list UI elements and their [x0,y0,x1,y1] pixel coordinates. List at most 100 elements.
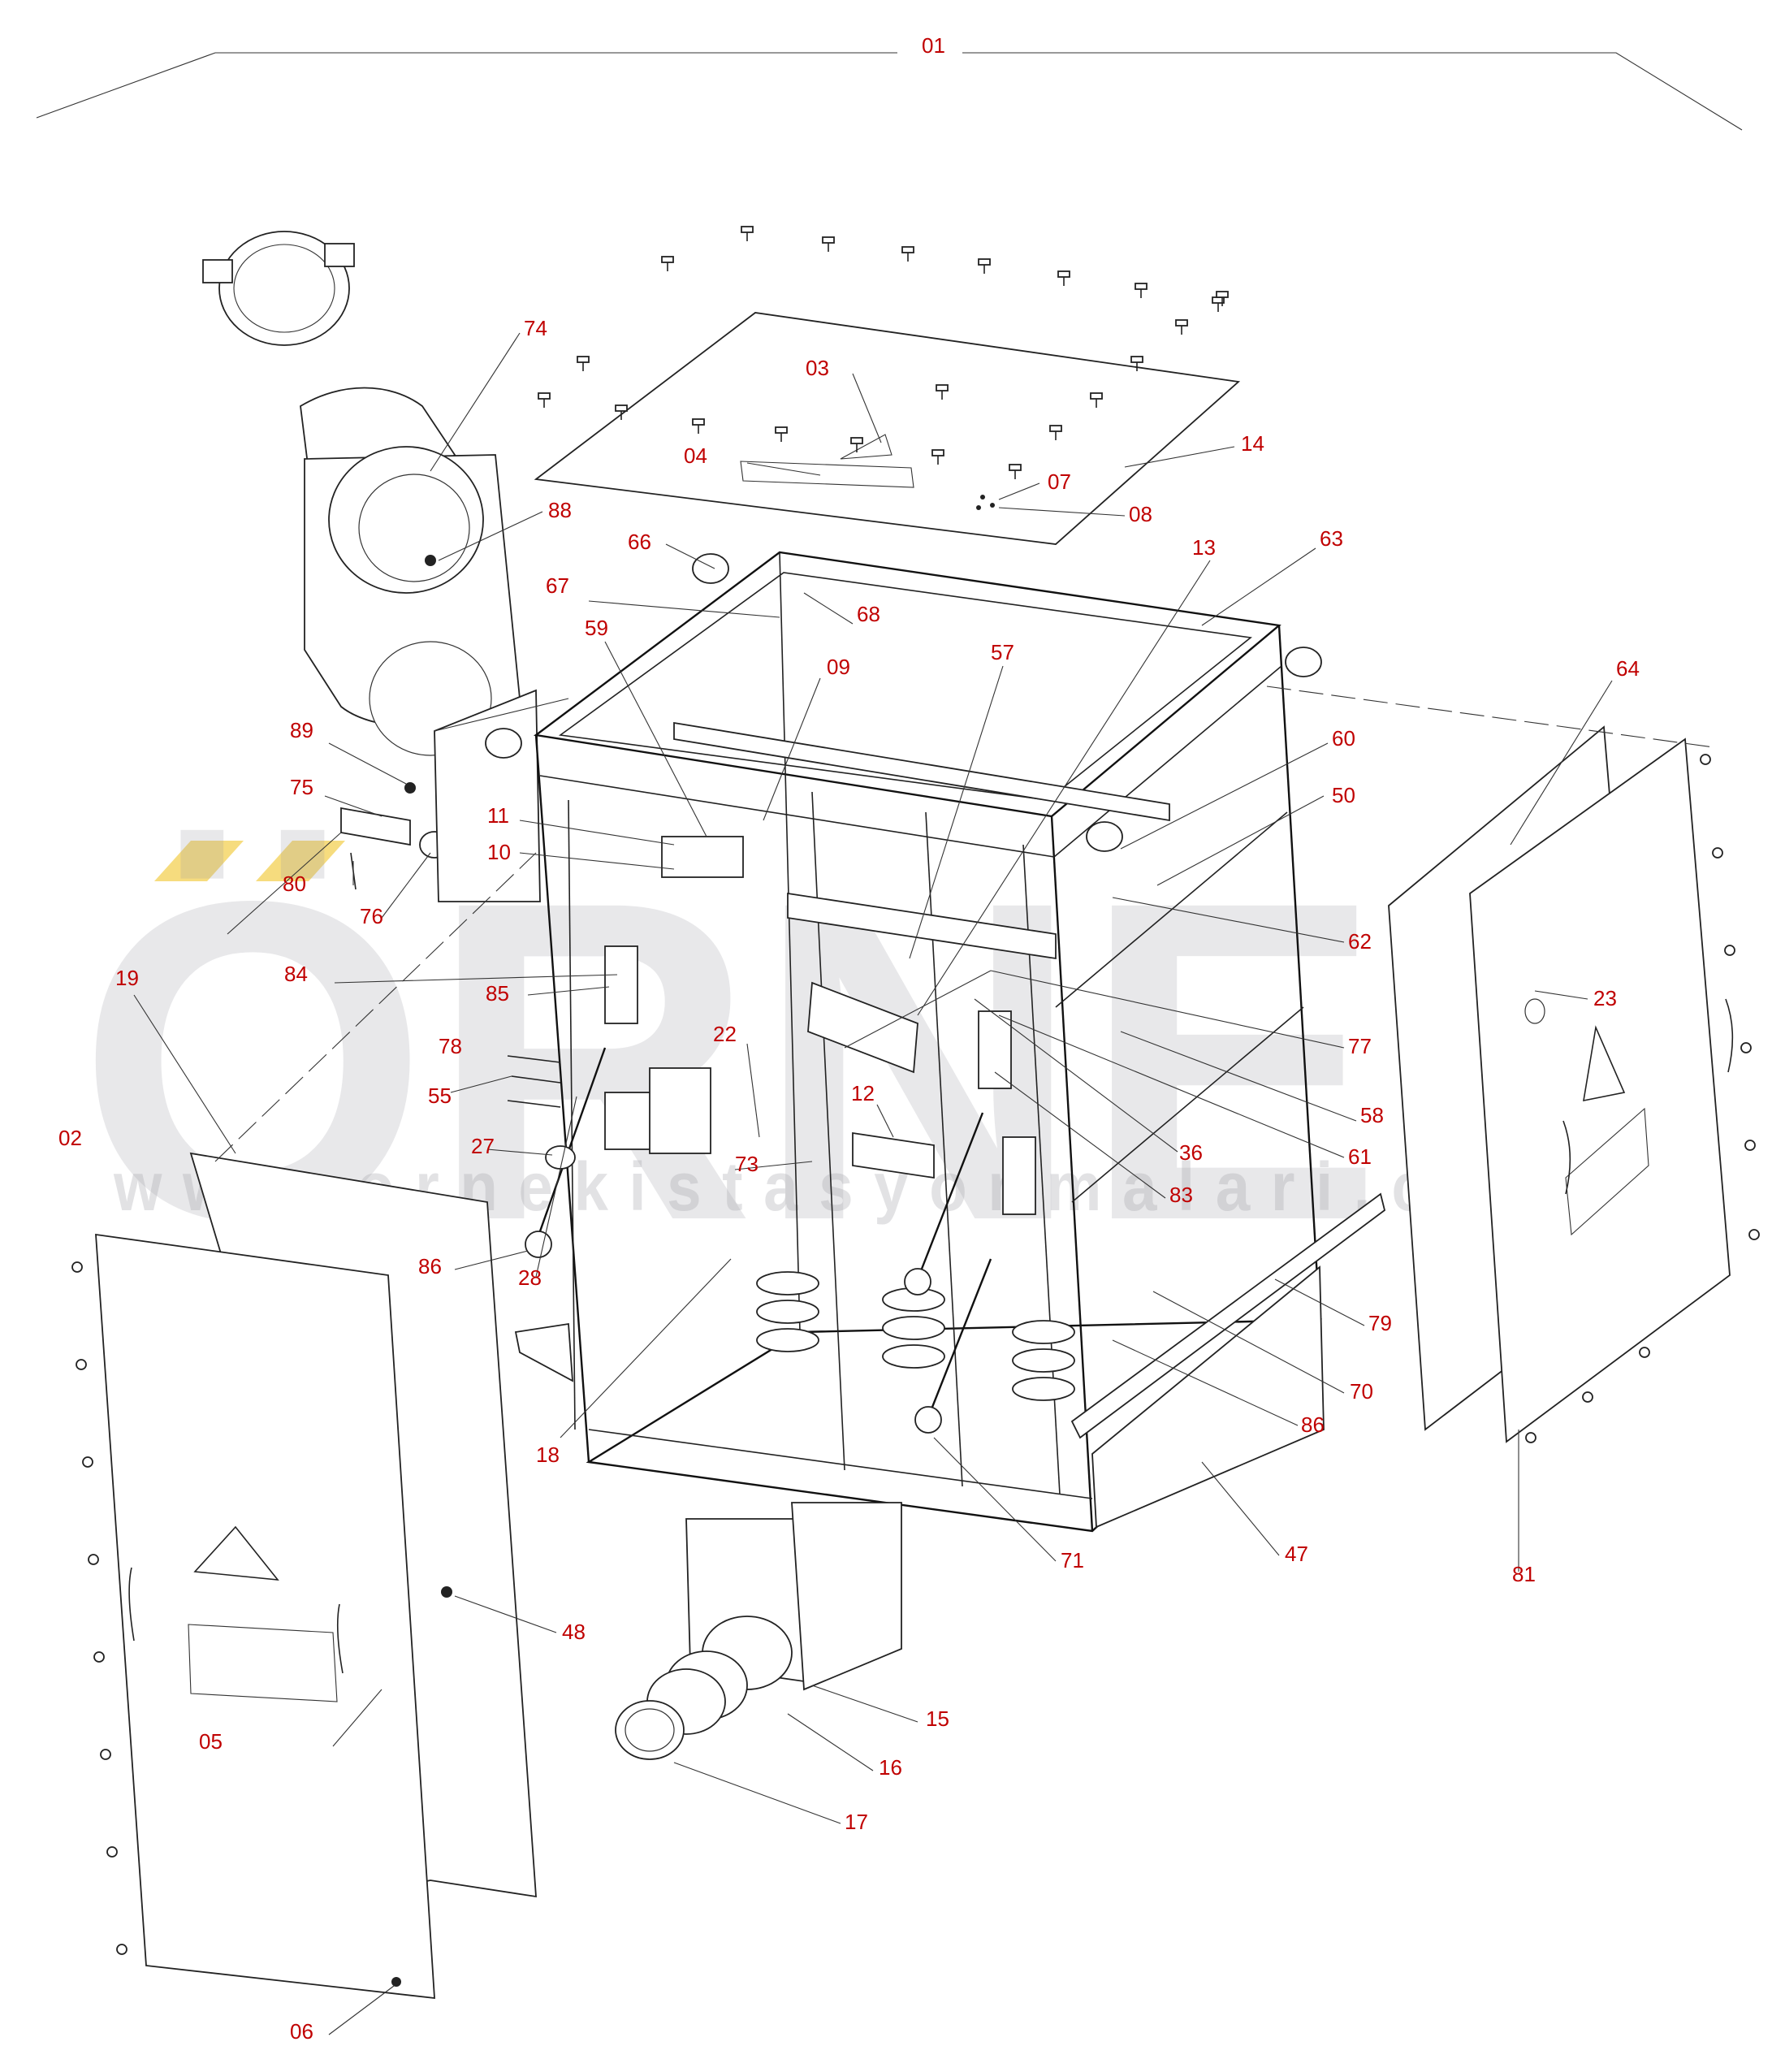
panel-screw-icon [1712,847,1723,859]
item-12-heat-sink [852,1131,935,1179]
cover-screw-icon [661,256,674,271]
frame-right-lower-rail [1071,1006,1304,1203]
panel-screw-icon [88,1554,99,1565]
label-14: 14 [1241,431,1264,456]
leader-line [133,994,236,1154]
panel-screw-icon [1744,1140,1756,1151]
side-panel-assembly [214,686,1734,1443]
cover-screw-icon [822,236,835,252]
label-84: 84 [284,962,308,986]
leader-line [1201,547,1316,626]
lever-knob-center [904,1268,931,1296]
panel-screw-icon [71,1261,83,1273]
label-64: 64 [1616,656,1640,681]
cover-screw-icon [577,356,590,371]
item-47-side-cover [1091,1265,1325,1529]
item-71-lever [927,1258,992,1418]
label-71: 71 [1061,1548,1084,1572]
watermark-accent-left [154,841,244,881]
busbar-upper [673,721,1170,822]
label-13: 13 [1192,535,1216,560]
side-handle-upper [1725,998,1734,1073]
cover-screw-icon [1009,464,1022,479]
panel-screw-icon [116,1944,128,1955]
linkage-arm [807,981,918,1074]
cover-screw-icon [692,418,705,434]
insulator-left-mid [756,1300,819,1324]
label-74: 74 [524,316,547,340]
label-05: 05 [199,1729,223,1754]
label-55: 55 [428,1084,452,1108]
bottom-pipe-assembly [615,1502,902,1760]
leader-line [1510,680,1613,846]
label-61: 61 [1348,1144,1372,1169]
item-03-warning-sign [840,434,892,460]
frame-right-upper-rail [1053,665,1282,858]
leader-line [746,462,821,476]
foot-flange-right [1070,1192,1386,1439]
leader-line [486,1148,553,1156]
clamp-bolt-left [202,259,233,283]
label-76: 76 [360,904,383,928]
label-68: 68 [857,602,880,626]
label-16: 16 [879,1755,902,1780]
panel-screw-icon [1582,1391,1593,1403]
frame-post-back-left [779,552,801,1333]
leader-line [1534,990,1588,1000]
label-67: 67 [546,573,569,598]
cover-screw-icon [850,437,863,452]
tube-clamp-inner [233,244,335,333]
frame-post-front-left [534,734,590,1463]
leader-line [734,1161,813,1170]
leader-line [990,970,1345,1049]
cover-screw-icon [978,258,991,274]
leader-line [852,373,882,443]
pipe-stub-right [791,1502,902,1691]
leader-line [334,974,618,984]
item-02-front-panel [95,1233,435,2000]
transformer-coil [649,1067,711,1154]
leader-line [998,482,1040,500]
panel-screw-icon [93,1651,105,1663]
frame-front-left-inner-post [568,799,576,1430]
leader-line [535,1096,577,1278]
label-75: 75 [290,775,313,799]
panel-screw-icon [1700,754,1711,765]
leader-line [527,986,610,996]
label-02: 02 [58,1126,82,1150]
flange-bore [358,474,470,582]
insulator-group [756,1271,1075,1401]
label-10: 10 [487,840,511,864]
panel-screw-icon [1748,1229,1760,1240]
foot-flange-left [514,1322,574,1382]
leader-line [933,1437,1057,1562]
leader-line [1120,1031,1357,1122]
label-47: 47 [1285,1542,1308,1566]
lifting-eye-front [1086,821,1123,852]
item-27-plug [545,1145,576,1170]
label-86-right: 86 [1301,1412,1325,1437]
item-17-bore [625,1708,675,1752]
item-55-bolt [511,1075,561,1084]
insulator-left-bottom [756,1328,819,1352]
label-78: 78 [439,1034,462,1058]
leader-line [1274,1278,1365,1326]
leader-line [673,1762,841,1824]
leader-line [998,507,1126,517]
cover-screw-icon [1175,319,1188,335]
leader-line [1201,1461,1280,1556]
label-70: 70 [1350,1379,1373,1404]
leader-line [665,543,715,569]
leader-line [1120,742,1329,850]
leader-line [974,998,1178,1153]
leader-line [381,852,431,919]
label-73: 73 [735,1152,759,1176]
side-warning-triangle [1583,1025,1626,1102]
leader-line [438,511,543,561]
leader-line [328,742,407,785]
label-86-left: 86 [418,1254,442,1278]
insulator-left-top [756,1271,819,1296]
frame-post-back-right [1277,625,1321,1321]
label-08: 08 [1129,502,1152,526]
